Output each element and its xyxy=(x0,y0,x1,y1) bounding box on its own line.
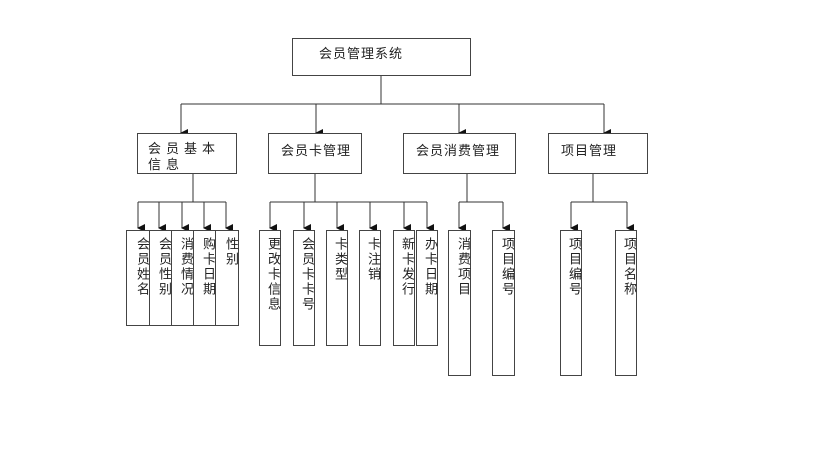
leaf-new-card-issue: 新卡发行 xyxy=(393,230,415,346)
leaf-member-card-number-text: 会员卡卡号 xyxy=(299,237,314,312)
leaf-change-card-info-text: 更改卡信息 xyxy=(265,237,280,312)
leaf-member-name: 会员姓名 xyxy=(126,230,150,326)
leaf-member-name-text: 会员姓名 xyxy=(134,237,149,297)
leaf-consumption-item: 消费项目 xyxy=(448,230,471,376)
leaf-card-type: 卡类型 xyxy=(326,230,348,346)
branch-project-management-label: 项目管理 xyxy=(561,144,618,159)
leaf-card-issue-date-text: 办卡日期 xyxy=(422,237,437,297)
leaf-change-card-info: 更改卡信息 xyxy=(259,230,281,346)
leaf-member-gender: 会员性别 xyxy=(149,230,172,326)
branch-consumption-management-label: 会员消费管理 xyxy=(416,144,501,159)
leaf-member-gender-text: 会员性别 xyxy=(156,237,171,297)
branch-member-info: 会员基本信息 xyxy=(137,133,237,174)
leaf-card-issue-date: 办卡日期 xyxy=(416,230,438,346)
branch-card-management-label: 会员卡管理 xyxy=(281,144,352,159)
leaf-item-number-a-text: 项目编号 xyxy=(499,237,514,297)
leaf-purchase-date-text: 购卡日期 xyxy=(200,237,215,297)
leaf-card-cancel: 卡注销 xyxy=(359,230,381,346)
leaf-consumption-status: 消费情况 xyxy=(171,230,194,326)
branch-card-management: 会员卡管理 xyxy=(268,133,362,174)
root-label: 会员管理系统 xyxy=(319,47,404,62)
leaf-item-number-b: 项目编号 xyxy=(560,230,582,376)
leaf-card-type-text: 卡类型 xyxy=(332,237,347,282)
leaf-gender: 性别 xyxy=(215,230,239,326)
leaf-member-card-number: 会员卡卡号 xyxy=(293,230,315,346)
leaf-new-card-issue-text: 新卡发行 xyxy=(399,237,414,297)
leaf-purchase-date: 购卡日期 xyxy=(193,230,216,326)
leaf-gender-text: 性别 xyxy=(223,237,238,267)
leaf-item-number-a: 项目编号 xyxy=(492,230,515,376)
root-node: 会员管理系统 xyxy=(292,38,471,76)
leaf-item-number-b-text: 项目编号 xyxy=(566,237,581,297)
leaf-item-name-text: 项目名称 xyxy=(621,237,636,297)
branch-consumption-management: 会员消费管理 xyxy=(403,133,516,174)
branch-member-info-label: 会员基本信息 xyxy=(148,142,221,173)
branch-project-management: 项目管理 xyxy=(548,133,648,174)
leaf-consumption-item-text: 消费项目 xyxy=(455,237,470,297)
leaf-card-cancel-text: 卡注销 xyxy=(365,237,380,282)
leaf-consumption-status-text: 消费情况 xyxy=(178,237,193,297)
leaf-item-name: 项目名称 xyxy=(615,230,637,376)
